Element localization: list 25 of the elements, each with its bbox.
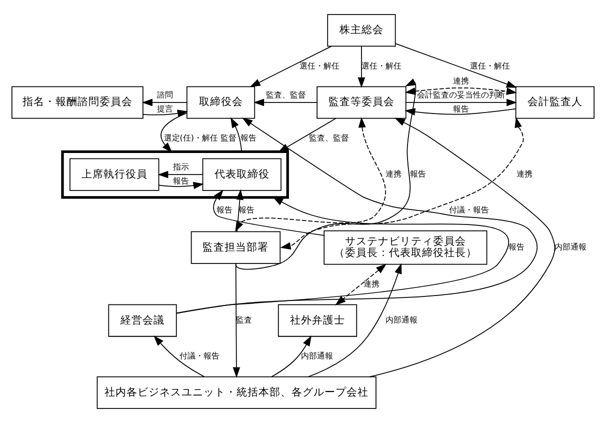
edge-label: 監査、監督 bbox=[266, 90, 306, 99]
edge-label: 報告 bbox=[410, 169, 426, 178]
edge-label: 監査 bbox=[236, 314, 252, 324]
edge-label: 連携 bbox=[516, 169, 533, 178]
edge-label: 連携 bbox=[386, 169, 402, 178]
edge-label: 諮問 bbox=[156, 90, 173, 99]
edge-label: 報告 bbox=[216, 205, 233, 214]
edge-label: 報告 bbox=[172, 176, 189, 186]
edge-label: 提言 bbox=[156, 104, 173, 113]
edge-label: 会計監査の妥当性の判断 bbox=[416, 90, 505, 99]
edge-label: 連携 bbox=[364, 278, 380, 288]
edge-label: 内部通報 bbox=[554, 242, 586, 251]
edge-label: 連携 bbox=[452, 76, 469, 85]
edge-label: 内部通報 bbox=[301, 351, 334, 360]
edge-label: 選定(任)・解任 監督 bbox=[164, 132, 236, 142]
edge-label: 報告 bbox=[240, 132, 256, 142]
edge-label: 報告 bbox=[452, 104, 469, 113]
edge-label: 内部通報 bbox=[385, 314, 418, 324]
edge-label: 選任・解任 bbox=[299, 60, 340, 70]
edge-label: 指示 bbox=[172, 162, 189, 171]
edge-label: 監査、監督 bbox=[308, 132, 349, 142]
edge-label: 付議・報告 bbox=[448, 205, 489, 214]
edge-label: 付議・報告 bbox=[180, 351, 220, 360]
edge-label: 報告 bbox=[508, 242, 525, 251]
edge-label: 選任・解任 bbox=[470, 60, 510, 70]
